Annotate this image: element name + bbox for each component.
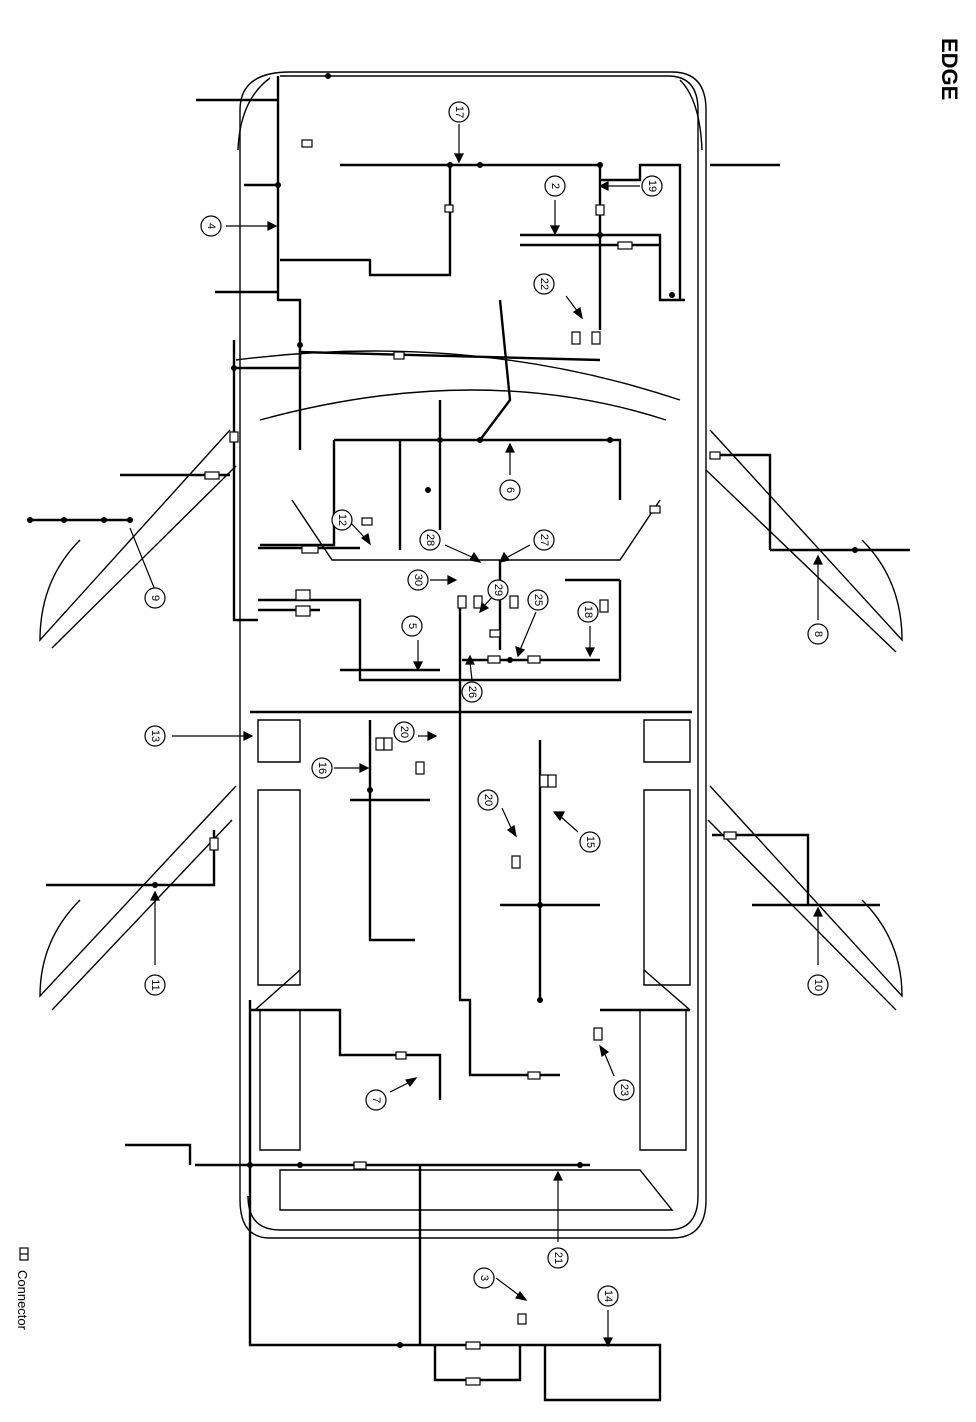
callout-30: 30 (407, 569, 429, 591)
callout-6: 6 (499, 479, 521, 501)
callout-circle (613, 1079, 635, 1101)
callout-8: 8 (807, 623, 829, 645)
callout-number: 17 (453, 106, 465, 118)
callout-2: 2 (544, 175, 566, 197)
legend-label: Connector (15, 1270, 30, 1330)
callout-7: 7 (365, 1089, 387, 1111)
callout-15: 15 (579, 831, 601, 853)
callout-18: 18 (577, 601, 599, 623)
callout-3: 3 (473, 1267, 495, 1289)
callout-circle (477, 789, 499, 811)
callout-13: 13 (144, 725, 166, 747)
callout-number: 23 (618, 1084, 630, 1096)
callout-27: 27 (533, 529, 555, 551)
callout-number: 29 (492, 584, 504, 596)
leader-arrows (129, 124, 823, 1348)
callout-number: 19 (646, 180, 658, 192)
wiring-harness (30, 76, 910, 1402)
legend-connector-symbol (19, 1247, 29, 1261)
callout-number: 10 (812, 979, 824, 991)
callout-4: 4 (200, 215, 222, 237)
callout-21: 21 (547, 1247, 569, 1269)
callout-9: 9 (144, 587, 166, 609)
callout-25: 25 (527, 589, 549, 611)
callout-11: 11 (144, 974, 166, 996)
diagram-title: EDGE (937, 38, 962, 101)
callout-number: 8 (812, 631, 824, 637)
callout-circle (487, 579, 509, 601)
callout-circle (579, 831, 601, 853)
callout-circle (641, 175, 663, 197)
callout-circle (597, 1285, 619, 1307)
callout-22: 22 (533, 273, 555, 295)
callout-number: 18 (582, 606, 594, 618)
callout-number: 6 (504, 487, 516, 493)
callout-12: 12 (331, 509, 353, 531)
callout-number: 25 (532, 594, 544, 606)
callout-layer: 2345678910111213141516171819202021222325… (144, 101, 829, 1307)
callout-number: 20 (482, 794, 494, 806)
callout-28: 28 (419, 529, 441, 551)
callout-number: 14 (602, 1290, 614, 1302)
callout-circle (200, 215, 222, 237)
callout-20b: 20 (477, 789, 499, 811)
callout-number: 27 (538, 534, 550, 546)
callout-number: 4 (205, 223, 217, 229)
callout-16: 16 (311, 757, 333, 779)
callout-26: 26 (461, 681, 483, 703)
callout-number: 5 (406, 623, 418, 629)
callout-number: 20 (398, 726, 410, 738)
callout-number: 22 (538, 278, 550, 290)
callout-circle (401, 615, 423, 637)
callout-23: 23 (613, 1079, 635, 1101)
callout-number: 9 (149, 595, 161, 601)
callout-number: 28 (424, 534, 436, 546)
callout-circle (807, 623, 829, 645)
callout-circle (331, 509, 353, 531)
callout-20a: 20 (393, 721, 415, 743)
callout-number: 16 (316, 762, 328, 774)
callout-number: 2 (549, 183, 561, 189)
callout-number: 13 (149, 730, 161, 742)
callout-number: 11 (149, 979, 161, 990)
callout-circle (144, 587, 166, 609)
callout-circle (144, 974, 166, 996)
callout-number: 30 (412, 574, 424, 586)
splice-points (27, 73, 858, 1348)
callout-number: 7 (370, 1097, 382, 1103)
callout-10: 10 (807, 974, 829, 996)
callout-circle (365, 1089, 387, 1111)
callout-number: 15 (584, 836, 596, 848)
callout-29: 29 (487, 579, 509, 601)
callout-number: 3 (478, 1275, 490, 1281)
callout-circle (533, 529, 555, 551)
callout-circle (419, 529, 441, 551)
callout-14: 14 (597, 1285, 619, 1307)
callout-circle (393, 721, 415, 743)
callout-number: 26 (466, 686, 478, 698)
callout-circle (144, 725, 166, 747)
callout-circle (311, 757, 333, 779)
callout-circle (499, 479, 521, 501)
callout-circle (544, 175, 566, 197)
callout-circle (533, 273, 555, 295)
callout-number: 12 (336, 514, 348, 526)
callout-17: 17 (448, 101, 470, 123)
callout-circle (407, 569, 429, 591)
callout-circle (807, 974, 829, 996)
callout-circle (527, 589, 549, 611)
callout-circle (448, 101, 470, 123)
callout-circle (461, 681, 483, 703)
callout-circle (577, 601, 599, 623)
callout-circle (547, 1247, 569, 1269)
callout-number: 21 (552, 1252, 564, 1264)
callout-19: 19 (641, 175, 663, 197)
callout-5: 5 (401, 615, 423, 637)
callout-circle (473, 1267, 495, 1289)
connectors (204, 139, 737, 1386)
